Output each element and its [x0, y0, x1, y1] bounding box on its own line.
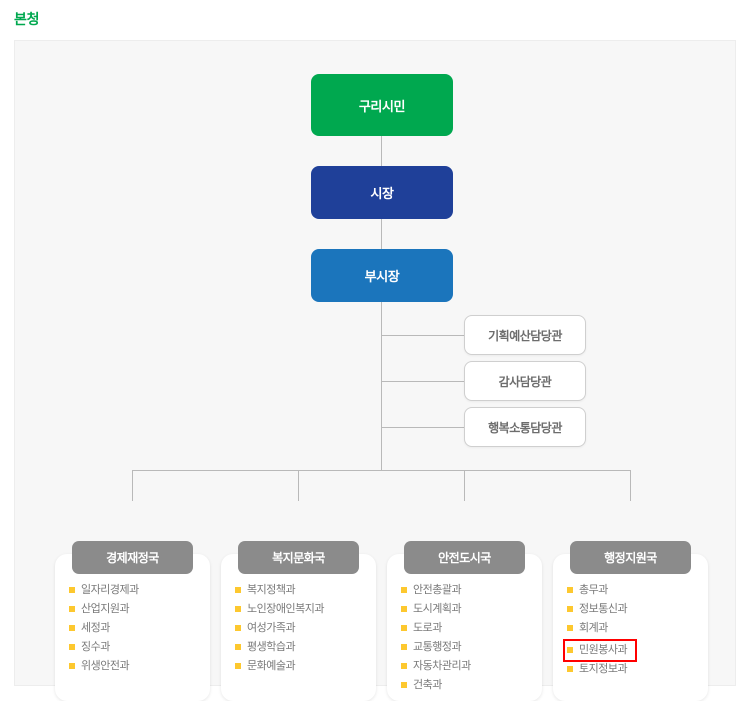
department-label: 총무과: [579, 584, 608, 596]
bureau-card: [221, 554, 376, 701]
connector-citizen-mayor: [381, 136, 382, 166]
bureau-card: [387, 554, 542, 701]
department-label: 자동차관리과: [413, 660, 471, 672]
department-label: 민원봉사과: [579, 644, 628, 656]
department-label: 산업지원과: [81, 603, 130, 615]
department-label: 세정과: [81, 622, 110, 634]
list-item[interactable]: 여성가족과: [235, 621, 324, 636]
connector-bureau-drop-2: [298, 470, 299, 501]
bullet-icon: [567, 587, 573, 593]
node-vice-mayor[interactable]: 부시장: [311, 249, 453, 302]
department-label: 징수과: [81, 641, 110, 653]
department-label: 회계과: [579, 622, 608, 634]
bullet-icon: [235, 587, 241, 593]
bullet-icon: [567, 625, 573, 631]
node-mayor[interactable]: 시장: [311, 166, 453, 219]
connector-bureau-drop-3: [464, 470, 465, 501]
list-item[interactable]: 회계과: [567, 621, 633, 636]
list-item[interactable]: 노인장애인복지과: [235, 602, 324, 617]
department-label: 복지정책과: [247, 584, 296, 596]
bullet-icon: [401, 606, 407, 612]
bureau-department-list: 총무과 정보통신과 회계과 민원봉사과 토지정보과: [562, 583, 638, 681]
list-item[interactable]: 안전총괄과: [401, 583, 471, 598]
bullet-icon: [69, 663, 75, 669]
bureau-safety-city: 안전도시국 안전총괄과 도시계획과 도로과 교통행정과 자동차관리과 건축과: [387, 541, 542, 701]
node-citizen[interactable]: 구리시민: [311, 74, 453, 136]
connector-mayor-vice: [381, 219, 382, 249]
bullet-icon: [69, 587, 75, 593]
list-item[interactable]: 일자리경제과: [69, 583, 139, 598]
bullet-icon: [567, 647, 573, 653]
department-label: 문화예술과: [247, 660, 296, 672]
list-item[interactable]: 산업지원과: [69, 602, 139, 617]
bureau-card: [553, 554, 708, 701]
bureau-economy-finance: 경제재정국 일자리경제과 산업지원과 세정과 징수과 위생안전과: [55, 541, 210, 701]
bureau-department-list: 복지정책과 노인장애인복지과 여성가족과 평생학습과 문화예술과: [235, 583, 324, 678]
department-label: 안전총괄과: [413, 584, 462, 596]
list-item[interactable]: 징수과: [69, 640, 139, 655]
staff-office-happy-communication[interactable]: 행복소통담당관: [464, 407, 586, 447]
bullet-icon: [235, 606, 241, 612]
list-item[interactable]: 건축과: [401, 678, 471, 693]
list-item-highlighted[interactable]: 민원봉사과: [562, 639, 638, 662]
department-label: 도시계획과: [413, 603, 462, 615]
bullet-icon: [235, 625, 241, 631]
bureau-department-list: 안전총괄과 도시계획과 도로과 교통행정과 자동차관리과 건축과: [401, 583, 471, 697]
connector-staff-2: [381, 381, 464, 382]
bullet-icon: [401, 663, 407, 669]
bullet-icon: [69, 644, 75, 650]
department-label: 노인장애인복지과: [247, 603, 324, 615]
bureau-header-welfare-culture[interactable]: 복지문화국: [238, 541, 359, 574]
department-label: 일자리경제과: [81, 584, 139, 596]
department-label: 토지정보과: [579, 663, 628, 675]
bureau-header-economy-finance[interactable]: 경제재정국: [72, 541, 193, 574]
connector-staff-3: [381, 427, 464, 428]
connector-staff-1: [381, 335, 464, 336]
list-item[interactable]: 위생안전과: [69, 659, 139, 674]
bullet-icon: [401, 644, 407, 650]
list-item[interactable]: 세정과: [69, 621, 139, 636]
bullet-icon: [401, 587, 407, 593]
department-label: 위생안전과: [81, 660, 130, 672]
department-label: 교통행정과: [413, 641, 462, 653]
list-item[interactable]: 도로과: [401, 621, 471, 636]
list-item[interactable]: 문화예술과: [235, 659, 324, 674]
bureau-header-admin-support[interactable]: 행정지원국: [570, 541, 691, 574]
list-item[interactable]: 평생학습과: [235, 640, 324, 655]
department-label: 도로과: [413, 622, 442, 634]
department-label: 건축과: [413, 679, 442, 691]
list-item[interactable]: 교통행정과: [401, 640, 471, 655]
connector-bureau-drop-1: [132, 470, 133, 501]
list-item[interactable]: 토지정보과: [567, 662, 633, 677]
list-item[interactable]: 자동차관리과: [401, 659, 471, 674]
bullet-icon: [69, 625, 75, 631]
department-label: 여성가족과: [247, 622, 296, 634]
bureau-department-list: 일자리경제과 산업지원과 세정과 징수과 위생안전과: [69, 583, 139, 678]
bullet-icon: [567, 666, 573, 672]
list-item[interactable]: 도시계획과: [401, 602, 471, 617]
org-chart-panel: 구리시민 시장 부시장 기획예산담당관 감사담당관 행복소통담당관 경제재정국 …: [14, 40, 736, 701]
bullet-icon: [235, 663, 241, 669]
bullet-icon: [235, 644, 241, 650]
bullet-icon: [401, 625, 407, 631]
bureau-card: [55, 554, 210, 701]
staff-office-planning-budget[interactable]: 기획예산담당관: [464, 315, 586, 355]
connector-bureau-bus: [132, 470, 631, 471]
bureau-admin-support: 행정지원국 총무과 정보통신과 회계과 민원봉사과 토지정보과: [553, 541, 708, 701]
page-title: 본청: [14, 11, 40, 27]
bullet-icon: [69, 606, 75, 612]
bullet-icon: [401, 682, 407, 688]
department-label: 평생학습과: [247, 641, 296, 653]
department-label: 정보통신과: [579, 603, 628, 615]
list-item[interactable]: 복지정책과: [235, 583, 324, 598]
bureau-header-safety-city[interactable]: 안전도시국: [404, 541, 525, 574]
connector-bureau-drop-4: [630, 470, 631, 501]
bureau-welfare-culture: 복지문화국 복지정책과 노인장애인복지과 여성가족과 평생학습과 문화예술과: [221, 541, 376, 701]
staff-office-audit[interactable]: 감사담당관: [464, 361, 586, 401]
list-item[interactable]: 총무과: [567, 583, 633, 598]
connector-vice-trunk: [381, 302, 382, 470]
bullet-icon: [567, 606, 573, 612]
list-item[interactable]: 정보통신과: [567, 602, 633, 617]
